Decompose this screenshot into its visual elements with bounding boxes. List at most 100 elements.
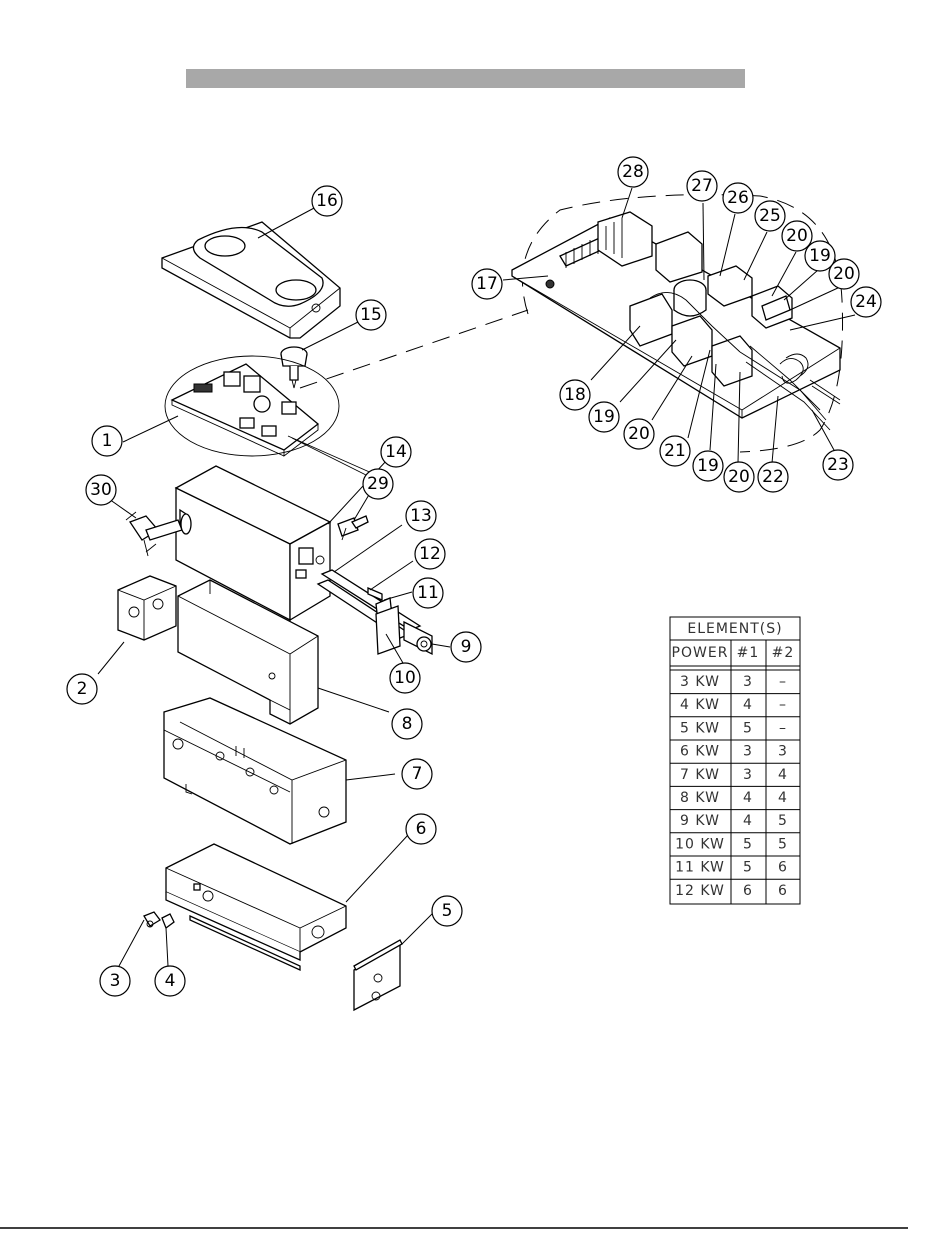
- callout-26: 26: [723, 183, 753, 213]
- callout-30: 30: [86, 475, 116, 505]
- part-front-cover: [166, 844, 346, 970]
- callout-number: 26: [727, 188, 749, 208]
- element-table-power-cell: 3 KW: [680, 674, 720, 690]
- callout-number: 6: [416, 819, 427, 839]
- callout-5: 5: [432, 896, 462, 926]
- callout-10: 10: [390, 663, 420, 693]
- element-table-title: ELEMENT(S): [687, 621, 782, 637]
- callout-number: 20: [833, 264, 855, 284]
- callout-number: 10: [394, 668, 416, 688]
- element-table-power-cell: 5 KW: [680, 720, 720, 736]
- callout-number: 4: [165, 971, 176, 991]
- callout-7: 7: [402, 759, 432, 789]
- element-table-element-cell: –: [779, 674, 787, 690]
- element-table-element-cell: 6: [778, 860, 788, 876]
- callout-29: 29: [363, 469, 393, 499]
- callout-20: 20: [724, 462, 754, 492]
- title-bar: [186, 69, 745, 88]
- callout-number: 30: [90, 480, 112, 500]
- callout-20: 20: [782, 221, 812, 251]
- callout-28: 28: [618, 157, 648, 187]
- callout-number: 3: [110, 971, 121, 991]
- part-side-plate: [354, 940, 402, 1010]
- element-table-power-cell: 12 KW: [675, 883, 725, 899]
- element-table-element-cell: 3: [778, 744, 788, 760]
- callout-18: 18: [560, 380, 590, 410]
- callout-number: 13: [410, 506, 432, 526]
- callout-number: 16: [316, 191, 338, 211]
- part-control-board: [165, 356, 374, 478]
- callout-20: 20: [829, 259, 859, 289]
- element-table-element-cell: –: [779, 697, 787, 713]
- callout-15: 15: [356, 300, 386, 330]
- callout-number: 27: [691, 176, 713, 196]
- callout-23: 23: [823, 450, 853, 480]
- part-light: [162, 914, 174, 928]
- callout-19: 19: [589, 402, 619, 432]
- callout-number: 29: [367, 474, 389, 494]
- callout-27: 27: [687, 171, 717, 201]
- element-table-element-cell: 3: [743, 767, 753, 783]
- callout-number: 28: [622, 162, 644, 182]
- callout-number: 15: [360, 305, 382, 325]
- callout-16: 16: [312, 186, 342, 216]
- part-knob: [281, 347, 307, 388]
- callout-number: 11: [417, 583, 439, 603]
- element-table-element-cell: 5: [743, 836, 753, 852]
- element-table-element-cell: 4: [743, 790, 753, 806]
- callout-number: 18: [564, 385, 586, 405]
- element-table: ELEMENT(S) POWER #1 #2 3 KW3–4 KW4–5 KW5…: [670, 617, 800, 904]
- callout-8: 8: [392, 709, 422, 739]
- element-table-power-cell: 10 KW: [675, 836, 725, 852]
- callout-number: 8: [402, 714, 413, 734]
- element-table-power-cell: 11 KW: [675, 860, 725, 876]
- callout-number: 24: [855, 292, 877, 312]
- callout-number: 7: [412, 764, 423, 784]
- element-table-element-cell: 3: [743, 674, 753, 690]
- element-table-power-cell: 6 KW: [680, 744, 720, 760]
- element-table-element-cell: 3: [743, 744, 753, 760]
- callout-number: 17: [476, 274, 498, 294]
- element-table-element-cell: 5: [778, 836, 788, 852]
- callout-number: 5: [442, 901, 453, 921]
- callout-4: 4: [155, 966, 185, 996]
- callout-11: 11: [413, 578, 443, 608]
- element-table-element-cell: 5: [743, 720, 753, 736]
- callout-25: 25: [755, 201, 785, 231]
- part-inner-shell: [164, 698, 346, 844]
- callout-number: 14: [385, 442, 407, 462]
- element-table-header-power: POWER: [672, 645, 729, 661]
- element-table-element-cell: 6: [743, 883, 753, 899]
- callout-6: 6: [406, 814, 436, 844]
- callout-number: 19: [697, 456, 719, 476]
- element-table-element-cell: 6: [778, 883, 788, 899]
- callout-21: 21: [660, 436, 690, 466]
- callout-13: 13: [406, 501, 436, 531]
- callout-number: 20: [786, 226, 808, 246]
- element-table-element-cell: –: [779, 720, 787, 736]
- callout-number: 20: [628, 424, 650, 444]
- callout-number: 20: [728, 467, 750, 487]
- element-table-header-1: #1: [737, 645, 760, 661]
- element-table-element-cell: 4: [743, 813, 753, 829]
- part-insulation-block: [118, 576, 176, 640]
- callout-20: 20: [624, 419, 654, 449]
- element-table-element-cell: 4: [778, 790, 788, 806]
- callout-number: 23: [827, 455, 849, 475]
- detail-leader-line: [300, 310, 528, 388]
- part-cover: [162, 222, 340, 338]
- callout-number: 9: [461, 637, 472, 657]
- callout-number: 21: [664, 441, 686, 461]
- callout-number: 1: [102, 431, 113, 451]
- part-switch: [144, 912, 160, 927]
- callout-1: 1: [92, 426, 122, 456]
- callout-3: 3: [100, 966, 130, 996]
- element-table-header-2: #2: [772, 645, 795, 661]
- part-heating-element: [318, 570, 432, 654]
- callout-number: 25: [759, 206, 781, 226]
- callout-17: 17: [472, 269, 502, 299]
- element-table-power-cell: 9 KW: [680, 813, 720, 829]
- element-table-power-cell: 7 KW: [680, 767, 720, 783]
- callout-number: 19: [809, 246, 831, 266]
